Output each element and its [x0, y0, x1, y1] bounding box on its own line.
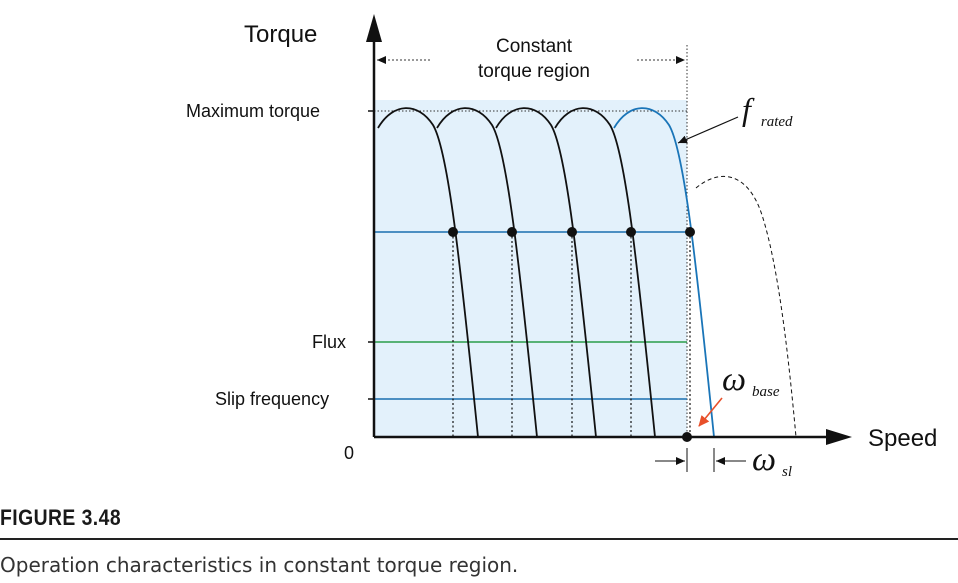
- f-rated-symbol: f rated: [742, 91, 793, 130]
- torque-curve-2: [436, 107, 538, 438]
- omega-base-pointer: [698, 397, 723, 427]
- figure-caption: Operation characteristics in constant to…: [0, 553, 519, 577]
- omega-base-symbol: ω base: [722, 361, 780, 400]
- caption-divider: [0, 538, 958, 540]
- operating-point: [448, 227, 458, 237]
- operating-point: [685, 227, 695, 237]
- constant-torque-region-fill: [374, 100, 687, 437]
- x-axis-arrowhead: [826, 429, 852, 445]
- operating-point: [626, 227, 636, 237]
- flux-label: Flux: [312, 332, 346, 352]
- origin-label: 0: [344, 443, 354, 463]
- torque-speed-diagram: Torque Speed 0 Constant torque region Ma…: [186, 14, 937, 480]
- region-label-line1: Constant: [496, 36, 573, 57]
- slip-frequency-label: Slip frequency: [215, 389, 329, 409]
- x-axis-label: Speed: [868, 425, 937, 452]
- figure-number: FIGURE 3.48: [0, 505, 122, 530]
- operating-point: [507, 227, 517, 237]
- operating-points: [448, 227, 695, 442]
- torque-curve-4: [554, 107, 656, 438]
- field-weakening-curve: [695, 175, 797, 438]
- torque-curve-1: [377, 107, 479, 438]
- y-axis-arrowhead: [366, 14, 382, 42]
- rated-torque-curve: [613, 107, 715, 438]
- torque-speed-curves: [377, 107, 656, 438]
- max-torque-label: Maximum torque: [186, 101, 320, 121]
- f-rated-pointer: [677, 116, 739, 144]
- operating-point: [567, 227, 577, 237]
- y-axis-label: Torque: [244, 21, 317, 48]
- omega-slip-symbol: ω sl: [752, 441, 792, 480]
- y-axis-ticks: [368, 110, 374, 400]
- torque-curve-3: [495, 107, 597, 438]
- region-label-line2: torque region: [478, 61, 590, 82]
